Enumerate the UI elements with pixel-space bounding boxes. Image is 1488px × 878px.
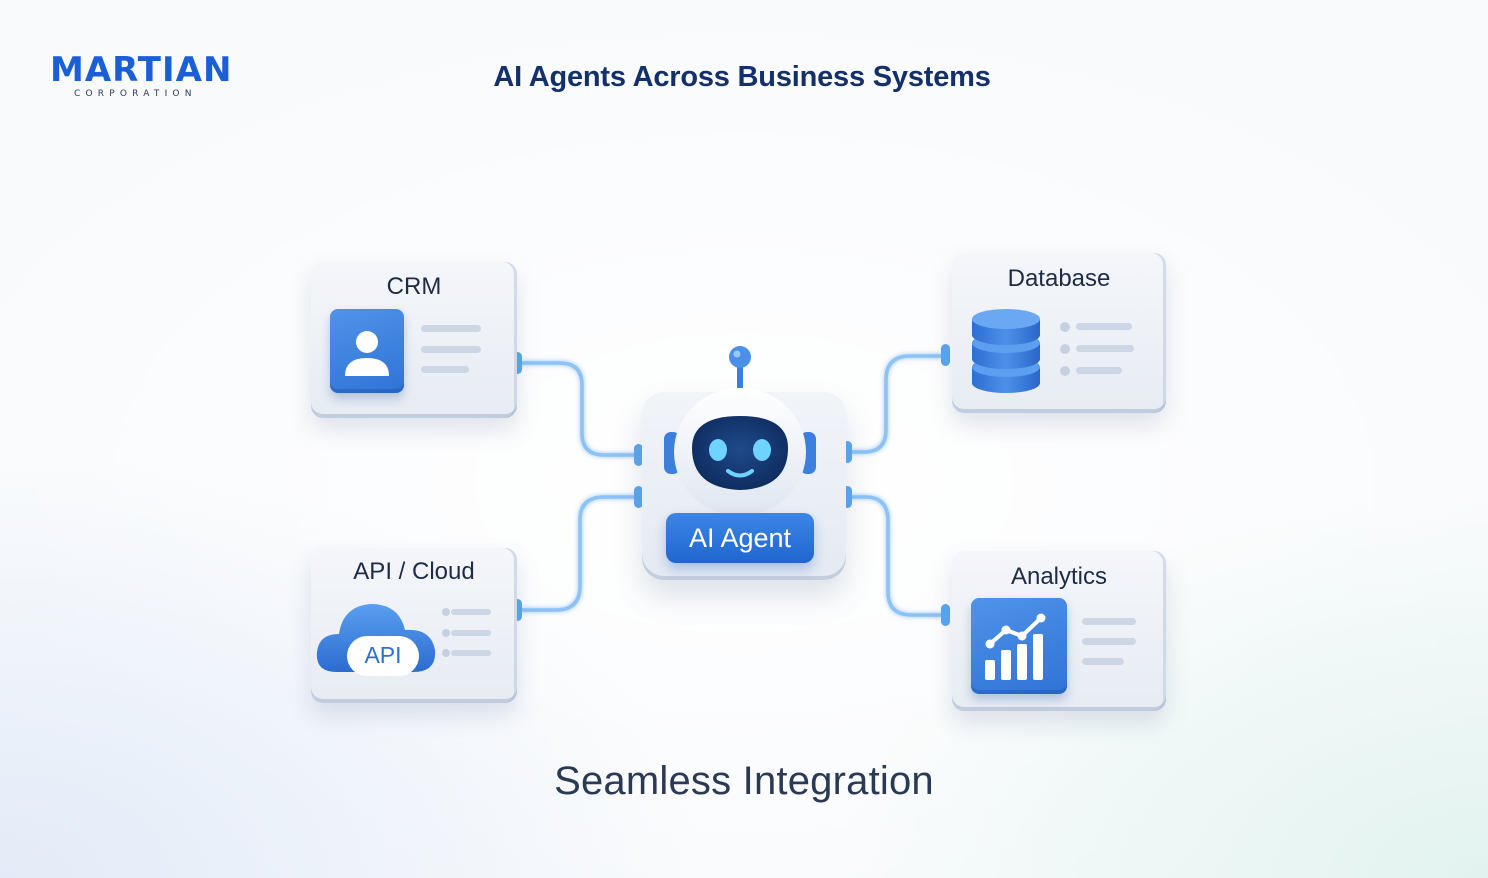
- api-bullet: [442, 608, 450, 616]
- connector-database: [844, 354, 948, 454]
- api-detail-line: [451, 609, 491, 615]
- api-detail-line: [451, 630, 491, 636]
- database-icon: [972, 309, 1040, 393]
- crm-detail-line: [421, 346, 481, 353]
- connector-analytics: [844, 495, 948, 617]
- connector-api: [515, 495, 642, 612]
- crm-detail-line: [421, 325, 481, 332]
- api-cloud-card-title: API / Cloud: [353, 558, 475, 585]
- analytics-card: Analytics: [952, 551, 1166, 711]
- page-title: AI Agents Across Business Systems: [0, 58, 1488, 96]
- analytics-card-title: Analytics: [1010, 563, 1108, 590]
- database-detail-line: [1076, 345, 1134, 352]
- database-card: Database: [952, 253, 1166, 413]
- tagline: Seamless Integration: [554, 759, 934, 803]
- ai-agent-label: AI Agent: [666, 513, 814, 563]
- crm-card-title: CRM: [386, 273, 442, 300]
- cloud-icon: [316, 604, 436, 676]
- database-bullet: [1060, 366, 1070, 376]
- page-title-text: AI Agents Across Business Systems: [493, 61, 991, 93]
- user-icon: [345, 331, 389, 376]
- crm-detail-line: [421, 366, 469, 373]
- analytics-detail-line: [1082, 658, 1124, 665]
- api-bullet: [442, 649, 450, 657]
- company-logo: MARTIAN CORPORATION: [50, 52, 240, 100]
- api-detail-line: [451, 650, 491, 656]
- analytics-detail-line: [1082, 618, 1136, 625]
- chart-icon: [985, 613, 1046, 680]
- logo-wordmark: MARTIAN: [50, 50, 233, 90]
- api-bullet: [442, 629, 450, 637]
- api-cloud-card: API / Cloud API: [311, 548, 517, 703]
- robot-icon: [664, 346, 816, 516]
- port-analytics: [941, 604, 950, 626]
- crm-card: CRM: [311, 262, 517, 418]
- analytics-tile: [971, 598, 1067, 694]
- database-bullet: [1060, 322, 1070, 332]
- crm-tile: [330, 309, 404, 393]
- database-detail-line: [1076, 323, 1132, 330]
- connector-crm: [515, 361, 642, 457]
- port-database: [941, 344, 950, 366]
- database-detail-line: [1076, 367, 1122, 374]
- logo-subtitle: CORPORATION: [74, 89, 197, 99]
- api-badge: API: [364, 642, 402, 668]
- database-bullet: [1060, 344, 1070, 354]
- database-card-title: Database: [1007, 265, 1111, 292]
- analytics-detail-line: [1082, 638, 1136, 645]
